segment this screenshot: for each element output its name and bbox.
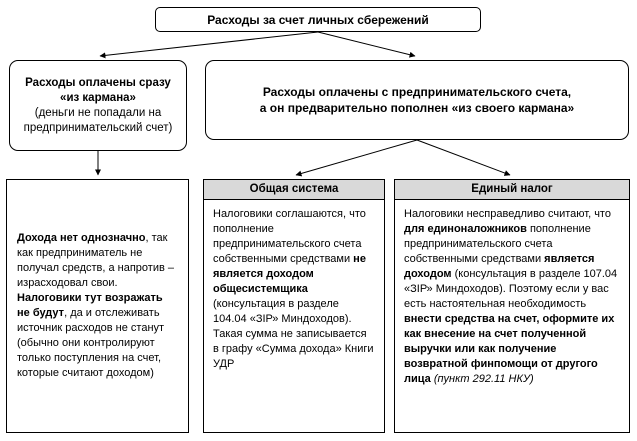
node-cash-result-text: Дохода нет однозначно, так как предприни… bbox=[17, 231, 178, 381]
text-segment: Дохода нет однозначно bbox=[17, 232, 146, 244]
text-segment: (консультация в разделе 107.04 «ЗІР» Мин… bbox=[404, 268, 618, 310]
branch-cash-title: Расходы оплачены сразу «из кармана» bbox=[25, 76, 171, 104]
arrow-account-to-single bbox=[416, 139, 511, 176]
arrow-root-to-account bbox=[317, 31, 416, 58]
text-segment: Налоговики несправедливо считают, что bbox=[404, 208, 611, 220]
text-segment: пополнение предпринимательского счета со… bbox=[404, 223, 591, 265]
text-segment: , да и отслеживать источник расходов не … bbox=[17, 307, 165, 379]
root-node: Расходы за счет личных сбережений bbox=[155, 7, 481, 32]
node-cash-result: Дохода нет однозначно, так как предприни… bbox=[6, 179, 189, 433]
node-general-system: Общая система Налоговики соглашаются, чт… bbox=[203, 179, 385, 433]
branch-account-line2: а он предварительно пополнен «из своего … bbox=[259, 101, 575, 115]
text-segment: не является доходом общесистемщика bbox=[213, 253, 366, 295]
text-segment: для единоналожников bbox=[404, 223, 527, 235]
text-segment: является доходом bbox=[404, 253, 595, 280]
node-single-tax-header: Единый налог bbox=[395, 180, 629, 200]
branch-account-line1: Расходы оплачены с предпринимательского … bbox=[262, 85, 572, 99]
branch-cash-payment: Расходы оплачены сразу «из кармана» (ден… bbox=[9, 60, 187, 151]
text-segment: (пункт 292.11 НКУ) bbox=[433, 373, 534, 385]
node-single-tax-text: Налоговики несправедливо считают, что дл… bbox=[395, 200, 629, 394]
text-segment: Налоговики тут возражать не будут bbox=[17, 292, 163, 319]
text-segment: Налоговики соглашаются, что пополнение п… bbox=[213, 208, 366, 265]
node-general-system-text: Налоговики соглашаются, что пополнение п… bbox=[204, 200, 384, 379]
text-segment: , так как предприниматель не получал сре… bbox=[17, 232, 174, 289]
text-segment: (консультация в разделе 104.04 «ЗІР» Мин… bbox=[213, 298, 374, 370]
node-general-system-header: Общая система bbox=[204, 180, 384, 200]
branch-account-payment: Расходы оплачены с предпринимательского … bbox=[205, 60, 629, 140]
text-segment: внести средства на счет, оформите их как… bbox=[404, 313, 615, 385]
arrow-root-to-cash bbox=[99, 31, 319, 59]
root-node-title: Расходы за счет личных сбережений bbox=[207, 12, 429, 27]
branch-cash-note: (деньги не попадали на предпринимательск… bbox=[23, 106, 173, 134]
arrow-account-to-general bbox=[295, 139, 418, 177]
node-single-tax: Единый налог Налоговики несправедливо сч… bbox=[394, 179, 630, 433]
